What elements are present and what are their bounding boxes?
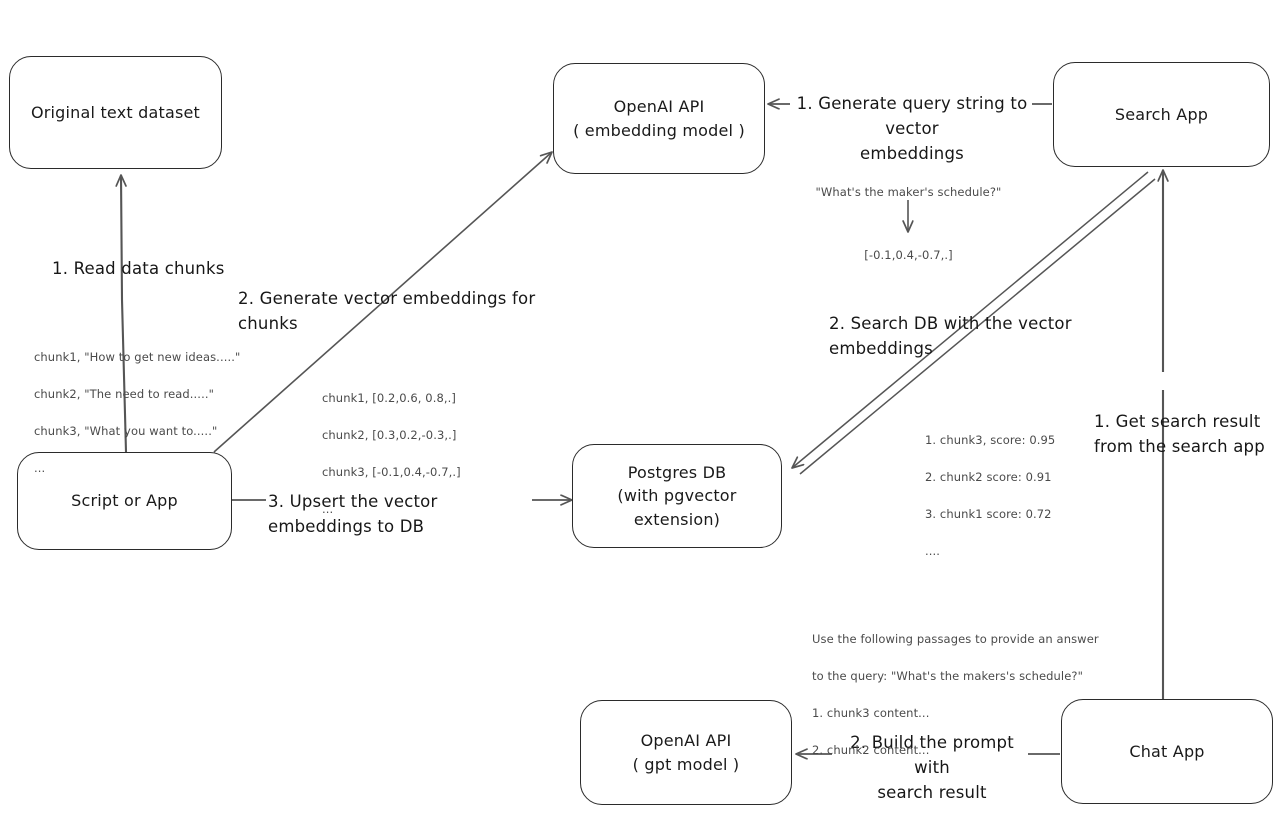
node-script-or-app[interactable]: Script or App: [17, 452, 232, 550]
node-label-line2: ( gpt model ): [632, 754, 740, 774]
edge-label-build-prompt: 2. Build the prompt with search result: [850, 733, 1014, 802]
note-line: ....: [925, 544, 941, 559]
node-label-line2: ( embedding model ): [573, 120, 745, 140]
node-label-line1: Search App: [1114, 104, 1209, 124]
node-openai-api-gpt-model[interactable]: OpenAI API ( gpt model ): [580, 700, 792, 805]
note-query-string: "What's the maker's schedule?": [815, 185, 1002, 199]
note-line: chunk2, "The need to read.....": [34, 386, 214, 401]
node-chat-app[interactable]: Chat App: [1061, 699, 1273, 804]
note-raw-chunks: chunk1, "How to get new ideas....." chun…: [34, 329, 264, 497]
note-line: Use the following passages to provide an…: [812, 631, 1099, 646]
note-line: 2. chunk2 content...: [812, 743, 930, 758]
edge-label-get-search-result: 1. Get search result from the search app: [1094, 412, 1265, 456]
note-line: 3. chunk1 score: 0.72: [925, 507, 1052, 522]
node-original-text-dataset[interactable]: Original text dataset: [9, 56, 222, 169]
edge-label-search-db: 2. Search DB with the vector embeddings: [829, 314, 1072, 358]
edge-label-generate-query-embeddings: 1. Generate query string to vector embed…: [796, 94, 1028, 163]
note-line: 2. chunk2 score: 0.91: [925, 469, 1052, 484]
edge-label-upsert-embeddings: 3. Upsert the vector embeddings to DB: [268, 492, 438, 536]
node-search-app[interactable]: Search App: [1053, 62, 1270, 167]
note-line: chunk1, [0.2,0.6, 0.8,.]: [322, 390, 456, 405]
node-postgres-db[interactable]: Postgres DB (with pgvector extension): [572, 444, 782, 548]
edge-label-read-data-chunks: 1. Read data chunks: [52, 259, 225, 278]
note-line: ...: [322, 502, 334, 517]
node-label-line2: (with pgvector extension): [617, 486, 737, 529]
node-label-line1: Original text dataset: [30, 102, 201, 122]
note-prompt-text: Use the following passages to provide an…: [812, 611, 1112, 779]
note-line: chunk3, "What you want to.....": [34, 424, 218, 439]
edge-label-generate-embeddings: 2. Generate vector embeddings for chunks: [238, 289, 536, 333]
note-line: chunk3, [-0.1,0.4,-0.7,.]: [322, 465, 461, 480]
note-query-vector: [-0.1,0.4,-0.7,.]: [864, 248, 953, 262]
node-openai-api-embedding-model[interactable]: OpenAI API ( embedding model ): [553, 63, 765, 174]
node-label-line1: OpenAI API: [613, 97, 705, 117]
node-label-line1: Postgres DB: [627, 463, 727, 483]
note-chunk-vectors: chunk1, [0.2,0.6, 0.8,.] chunk2, [0.3,0.…: [322, 370, 532, 538]
node-label-line1: Chat App: [1129, 741, 1205, 761]
node-label-line1: Script or App: [71, 491, 178, 511]
note-line: to the query: "What's the makers's sched…: [812, 668, 1083, 683]
note-line: 1. chunk3 content...: [812, 706, 930, 721]
note-line: chunk1, "How to get new ideas.....": [34, 349, 241, 364]
note-line: ...: [34, 461, 46, 476]
node-label-line1: OpenAI API: [640, 731, 732, 751]
note-search-results: 1. chunk3, score: 0.95 2. chunk2 score: …: [925, 412, 1115, 580]
note-line: chunk2, [0.3,0.2,-0.3,.]: [322, 427, 457, 442]
note-line: 1. chunk3, score: 0.95: [925, 432, 1056, 447]
